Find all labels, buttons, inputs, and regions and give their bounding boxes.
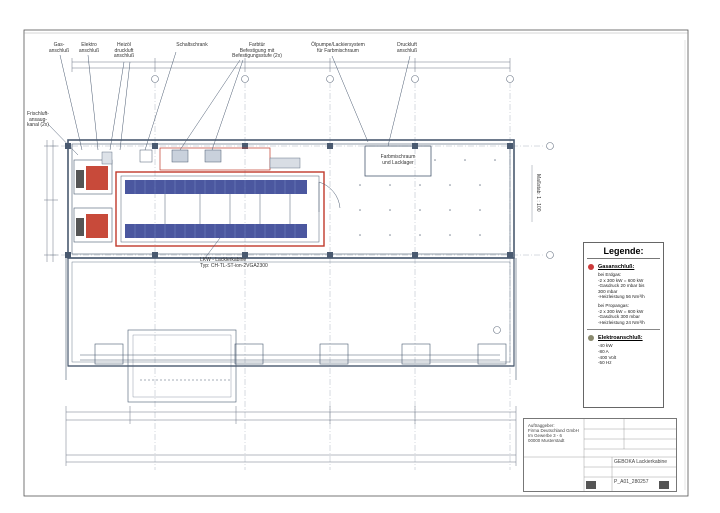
title-project: GEBOKA Lackierkabine: [614, 459, 668, 465]
label-line: Druckluft: [397, 42, 417, 48]
label-gas-connection: Gas-anschluß: [44, 42, 74, 54]
floor-dot-grid: [359, 159, 496, 236]
legend-title: Legende:: [587, 243, 660, 259]
label-line: Farbmischraum: [380, 154, 416, 160]
title-block: Auftraggeber: Firma Deutschland GmbH Im …: [523, 418, 677, 492]
label-line: anschluß: [48, 47, 70, 54]
building-walls: [67, 139, 515, 367]
label-line: anschluß: [78, 47, 100, 54]
burner-units: [73, 151, 113, 243]
axis-markers-top: [151, 75, 514, 83]
label-line: Farbtür: [248, 42, 266, 48]
legend-gas-details: bei Erdgas: -2 x 300 kW = 600 kW -Gasdru…: [598, 272, 659, 325]
grid-axes: [50, 82, 545, 470]
label-line: anschluß: [113, 53, 135, 59]
label-control-cabinet: Schaltschrank: [170, 42, 214, 49]
mixing-room-box: [364, 145, 432, 177]
electric-marker-icon: [588, 335, 594, 342]
legend-elec-line: -50 Hz: [598, 360, 612, 366]
bottom-dimensions: [65, 406, 517, 466]
legend-gas-line: -Heizleistung 24 Nm³/h: [598, 319, 645, 325]
scale-label: Maßstab: 1 : 100: [534, 173, 541, 212]
label-line: Frischluft-: [27, 111, 49, 117]
legend-elec-line: -80 A: [598, 348, 609, 354]
label-line: anschluß: [396, 47, 418, 54]
label-line: Schaltschrank: [176, 42, 208, 48]
label-line: Typ: CH-TL-ST-ion-2VGA2300: [200, 262, 268, 269]
legend-gas-line: 300 mbar: [598, 288, 618, 294]
legend-elec-details: -40 kW -80 A -400 Volt -50 Hz: [598, 343, 659, 365]
label-line: druckluft: [114, 47, 134, 54]
axis-markers-right: [493, 142, 554, 334]
label-fresh-air-duct: Frischluft-ansaug-kanal (2x): [24, 111, 52, 129]
label-line: Heizöl: [117, 42, 131, 48]
paint-booth: [115, 147, 341, 247]
label-line: Befestigungsstufe (2x): [232, 53, 282, 59]
leader-lines: [47, 51, 411, 259]
legend-elec-row: Elektroanschluß:: [588, 335, 659, 342]
legend-elec-heading: Elektroanschluß:: [598, 335, 643, 342]
legend-gas-line: -Gasdruck 20 mbar bis: [598, 283, 645, 289]
label-line: und Lacklager: [382, 159, 414, 166]
label-line: Gas-: [53, 42, 65, 48]
client-line: Firma Deutschland GmbH: [528, 428, 579, 433]
label-line: Elektro: [81, 42, 97, 48]
legend-gas-heading: Gasanschluß:: [598, 264, 635, 270]
top-dimensions: [71, 58, 511, 72]
title-drawing-number: P_A01_280257: [614, 479, 649, 485]
client-line: Im Gewerbe 3 - 6: [528, 433, 562, 438]
legend-gas-line: -2 x 300 kW = 600 kW: [598, 277, 644, 283]
legend-gas-line: -Gasdruck 300 mbar: [598, 314, 640, 320]
foundation-details: [65, 258, 517, 403]
client-line: Auftraggeber:: [528, 423, 555, 428]
legend-box: Legende: Gasanschluß: bei Erdgas: -2 x 3…: [583, 242, 664, 408]
legend-gas-line: bei Erdgas:: [598, 272, 622, 277]
label-line: Befestigung mit: [239, 47, 275, 54]
title-block-grid: [524, 419, 676, 491]
label-line: LKW - Lackierkabine: [200, 257, 247, 263]
legend-gas-row: Gasanschluß:: [588, 264, 659, 270]
legend-gas-line: -2 x 300 kW = 600 kW: [598, 308, 644, 314]
title-client: Auftraggeber: Firma Deutschland GmbH Im …: [528, 423, 582, 443]
legend-gas-line: bei Propangas:: [598, 302, 629, 308]
label-line: für Farbmischraum: [317, 47, 359, 54]
legend-gas-line: -Heizleistung 56 Nm³/h: [598, 294, 645, 300]
legend-separator: [587, 329, 660, 331]
legend-elec-line: -40 kW: [598, 343, 613, 349]
left-dimensions: [44, 140, 58, 262]
sheet-border: [23, 29, 689, 497]
gas-marker-icon: [588, 264, 594, 270]
legend-elec-line: -400 Volt: [598, 354, 617, 360]
label-line: Ölpumpe/Lackiersystem: [311, 42, 365, 48]
label-line: kanal (2x): [27, 122, 49, 128]
label-line: ansaug-: [28, 116, 48, 123]
client-line: 00000 Musterstadt: [528, 438, 565, 443]
